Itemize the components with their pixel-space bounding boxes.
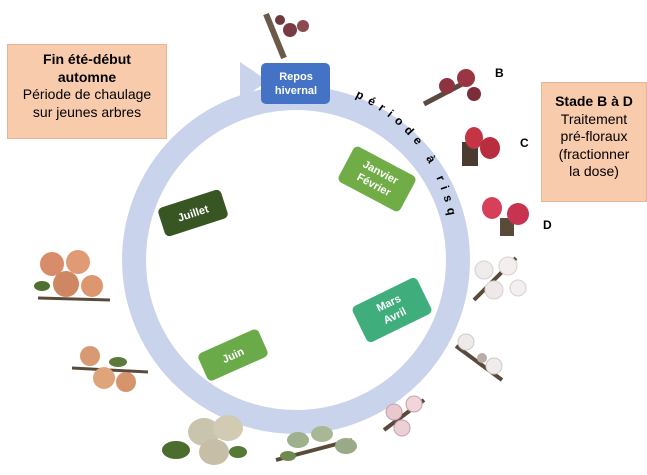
blossom-image [472,256,527,302]
stage-juin: Juin [198,329,268,381]
svg-text:hivernal: hivernal [275,85,317,97]
dormant-bud-image [263,12,309,60]
late-summer-title-line-2: automne [57,68,117,85]
late-summer-title-line-1: Fin été-début [43,51,131,67]
late-summer-body-line-2: sur jeunes arbres [32,103,142,120]
stage-b-to-d-info-box: Stade B à D Traitement pré-floraux (frac… [541,82,647,202]
ripe-apricot-image [34,250,111,302]
flower-bud-pink-image [382,395,426,437]
stage-letter-d: D [543,218,552,232]
stage-b-to-d-body-line-4: la dose) [569,163,619,179]
ripening-apricot-small-image [71,346,149,392]
svg-text:Repos: Repos [279,71,313,83]
green-fruit-image [162,415,247,465]
stage-juillet: Juillet [158,189,228,237]
stage-c-bud-image [462,127,500,166]
stage-letter-c: C [520,136,529,150]
stage-d-bud-image [482,197,529,236]
petal-fall-image [454,333,504,382]
stage-repos-hivernal: Repos hivernal [261,63,330,104]
stage-letter-b: B [495,66,504,80]
stage-b-to-d-body-line-2: pré-floraux [560,128,628,144]
stage-b-to-d-body-line-1: Traitement [560,110,628,127]
stage-mars-avril: Mars Avril [352,277,432,343]
ring-arrow-icon [240,62,268,100]
late-summer-body-line-1: Période de chaulage [22,86,152,102]
stage-b-to-d-body-line-3: (fractionner [558,145,630,162]
cycle-ring [122,86,470,434]
stage-b-bud-image [422,69,481,107]
stage-b-to-d-title: Stade B à D [555,93,633,109]
young-fruit-image [275,426,357,462]
late-summer-info-box: Fin été-début automne Période de chaulag… [7,44,167,139]
